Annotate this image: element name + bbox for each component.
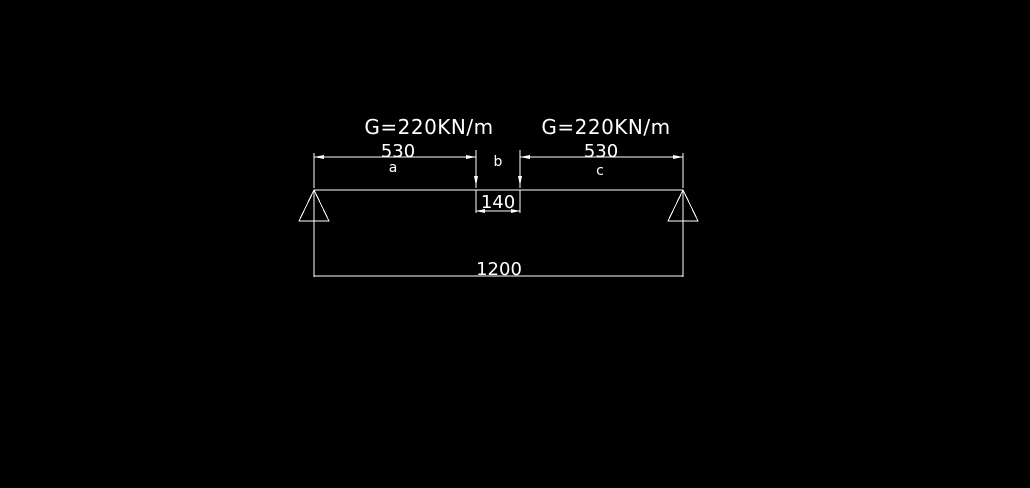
left-support-icon — [298, 188, 330, 277]
left-span-label: 530 — [381, 141, 415, 162]
left-load-dimension — [313, 150, 478, 188]
segment-a-label: a — [389, 160, 398, 176]
right-load-label: G=220KN/m — [541, 115, 670, 139]
right-span-label: 530 — [584, 141, 618, 162]
middle-gap-dimension — [475, 190, 521, 213]
total-span-label: 1200 — [476, 259, 522, 280]
right-support-icon — [667, 188, 699, 277]
segment-c-label: c — [596, 163, 604, 179]
segment-b-label: b — [494, 154, 503, 170]
left-load-label: G=220KN/m — [364, 115, 493, 139]
right-load-dimension — [518, 150, 684, 188]
middle-gap-label: 140 — [481, 192, 515, 213]
